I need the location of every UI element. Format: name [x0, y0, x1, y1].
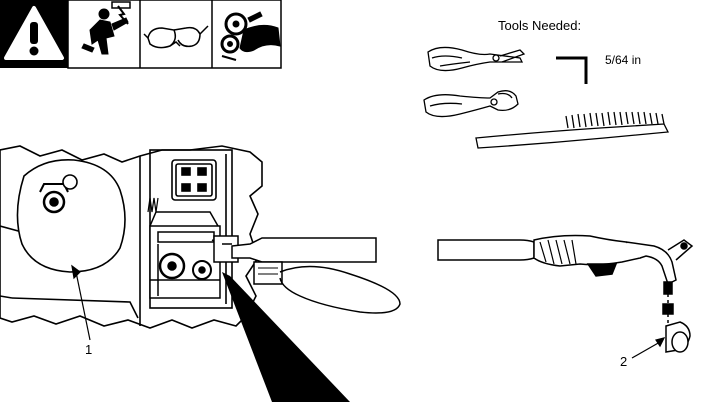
tool-wire-cutters — [423, 90, 519, 118]
moving-parts-icon — [220, 11, 281, 61]
power-receptacle — [171, 159, 217, 201]
callout-leaders — [71, 264, 666, 359]
welding-gun — [533, 234, 694, 286]
electric-shock-icon — [81, 1, 131, 55]
tool-needle-nose-pliers — [427, 46, 526, 72]
warning-icon — [4, 6, 64, 60]
view-pointer-wedge — [222, 272, 350, 402]
tools-needed-title: Tools Needed: — [498, 18, 582, 33]
gun-cable — [231, 237, 535, 314]
wire-spool — [16, 159, 126, 273]
tool-wire-brush — [475, 111, 670, 149]
contact-tip-exploded — [662, 281, 691, 353]
safety-icon-strip — [0, 0, 282, 69]
callout-1-label: 1 — [85, 342, 93, 357]
hex-key-size-label: 5/64 in — [605, 53, 642, 67]
tool-hex-key — [556, 56, 588, 84]
safety-glasses-icon — [143, 25, 209, 49]
wire-drive-assembly — [147, 197, 239, 299]
callout-2-label: 2 — [620, 354, 628, 369]
